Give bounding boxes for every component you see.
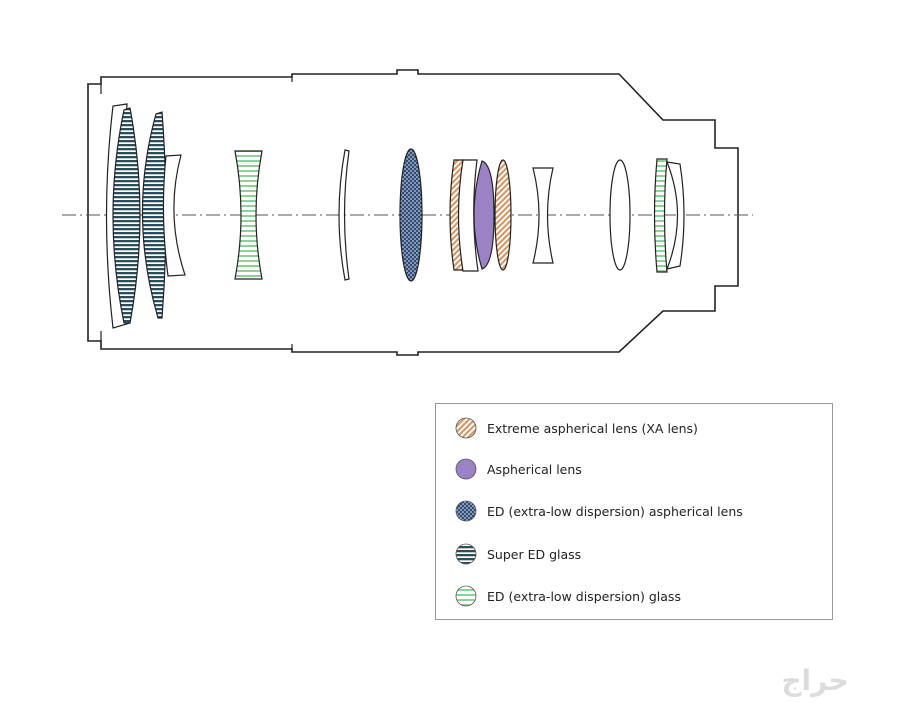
- barrel-step-detail: [100, 77, 293, 349]
- legend-label-aspherical-lens: Aspherical lens: [487, 461, 582, 477]
- legend-item-super-ed-glass: Super ED glass: [454, 543, 581, 565]
- ed-aspherical-lens: [399, 148, 423, 282]
- clear-lens-2: [532, 167, 554, 264]
- legend-box: Extreme aspherical lens (XA lens) Aspher…: [435, 403, 833, 620]
- aspherical-lens: [473, 160, 495, 270]
- legend-label-xa-lens: Extreme aspherical lens (XA lens): [487, 420, 698, 436]
- barrel-outline: [87, 69, 739, 356]
- ed-aspherical-lens-icon: [455, 500, 477, 522]
- clear-biconvex-lens: [609, 159, 631, 271]
- clear-lens-1: [162, 154, 186, 277]
- legend-label-super-ed-glass: Super ED glass: [487, 546, 582, 562]
- legend-item-aspherical-lens: Aspherical lens: [454, 458, 582, 480]
- clear-meniscus-2: [338, 149, 350, 281]
- legend-item-ed-glass: ED (extra-low dispersion) glass: [454, 585, 681, 607]
- watermark-logo: حراج: [781, 664, 849, 697]
- clear-lens-cluster: [457, 159, 479, 272]
- legend-label-ed-glass: ED (extra-low dispersion) glass: [487, 588, 681, 604]
- clear-rear-lens: [666, 161, 685, 270]
- ed-glass-lens-2: [653, 158, 668, 273]
- ed-glass-icon: [455, 585, 477, 607]
- legend-item-xa-lens: Extreme aspherical lens (XA lens): [454, 417, 698, 439]
- super-ed-lens-2: [141, 111, 167, 319]
- aspherical-lens-icon: [455, 458, 477, 480]
- legend-item-ed-aspherical-lens: ED (extra-low dispersion) aspherical len…: [454, 500, 743, 522]
- super-ed-lens-1: [112, 107, 141, 324]
- xa-lens-rear: [494, 159, 512, 271]
- super-ed-glass-icon: [455, 543, 477, 565]
- xa-lens-icon: [455, 417, 477, 439]
- ed-glass-lens-1: [234, 150, 263, 280]
- legend-label-ed-aspherical-lens: ED (extra-low dispersion) aspherical len…: [487, 503, 743, 519]
